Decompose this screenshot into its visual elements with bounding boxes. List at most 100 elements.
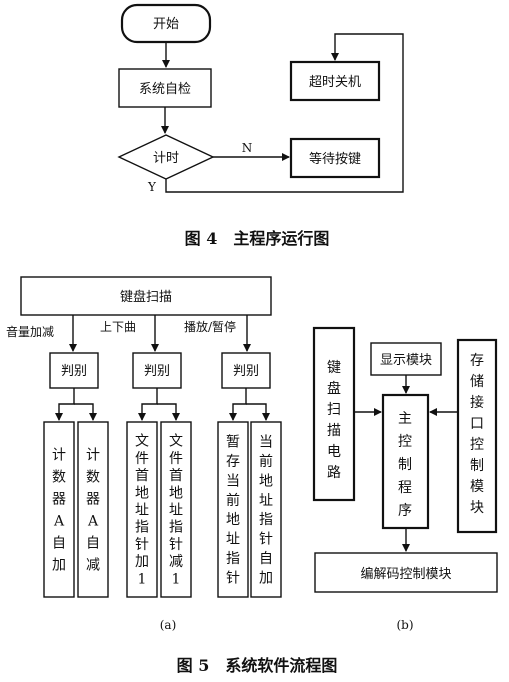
- leaf-track-prev-char: 针: [169, 537, 183, 553]
- storage-interface-char: 控: [470, 437, 484, 453]
- keyboard-scan-label: 键盘扫描: [120, 289, 172, 305]
- figure-5a: 键盘扫描 音量加减 上下曲 播放/暂停 判别 判别 判别 计数器A自加计数器A自…: [6, 276, 282, 632]
- keyboard-scan-circuit-char: 键: [327, 360, 341, 376]
- figure-4: 开始 系统自检 计时 N 等待按键 Y 超时关机 图 4 主程序运行图: [117, 3, 404, 248]
- leaf-pause-char: 暂: [226, 435, 240, 451]
- fork-3-left: [229, 388, 247, 421]
- leaf-play-char: 自: [259, 551, 273, 567]
- timeout-shutdown-box: [289, 60, 381, 102]
- storage-interface-char: 储: [470, 374, 484, 390]
- leaf-track-next-char: 针: [135, 537, 149, 553]
- storage-interface-char: 模: [470, 479, 484, 495]
- display-module-label: 显示模块: [380, 353, 432, 368]
- leaf-play-char: 地: [259, 473, 273, 489]
- timeout-shutdown-label: 超时关机: [309, 75, 361, 90]
- leaf-volume-down-char: 自: [86, 536, 100, 552]
- fork-1-left: [55, 388, 75, 421]
- leaf-volume-up-char: 数: [52, 470, 66, 486]
- storage-interface-box: [456, 338, 498, 534]
- leaf-volume-down-char: 减: [86, 558, 100, 574]
- storage-interface-char: 口: [470, 416, 484, 432]
- codec-module-label: 编解码控制模块: [360, 567, 451, 582]
- figure-4-caption: 图 4 主程序运行图: [185, 229, 330, 248]
- keyboard-scan-circuit-char: 描: [327, 423, 341, 439]
- main-program-char: 序: [398, 503, 412, 519]
- leaf-track-prev-char: 件: [169, 451, 183, 467]
- keyboard-scan-box: [20, 276, 272, 316]
- leaf-text-group: 计数器A自加计数器A自减文件首地址指针加1文件首地址指针减1暂存当前地址指针当前…: [52, 434, 273, 588]
- keyboard-scan-circuit-char: 盘: [327, 380, 341, 397]
- leaf-play-char: 前: [259, 453, 273, 470]
- leaf-play-char: 当: [259, 435, 273, 451]
- start-label: 开始: [153, 17, 179, 32]
- y-loop-arrow: [165, 33, 404, 193]
- leaf-box-track-prev: [160, 421, 192, 598]
- leaf-play-char: 指: [259, 512, 273, 528]
- main-program-char: 控: [398, 434, 412, 450]
- keyboard-scan-circuit-char: 扫: [327, 402, 341, 418]
- branch-track-label: 上下曲: [100, 320, 136, 334]
- leaf-pause-char: 地: [226, 512, 240, 528]
- keyboard-scan-circuit-char: 路: [327, 465, 341, 481]
- leaf-volume-down-char: 数: [86, 470, 100, 486]
- leaf-box-pause: [217, 421, 249, 598]
- timer-label: 计时: [153, 151, 179, 166]
- leaf-box-track-next: [126, 421, 158, 598]
- leaf-pause-char: 当: [226, 473, 240, 489]
- branch-play-label: 播放/暂停: [184, 319, 236, 334]
- wait-key-label: 等待按键: [309, 151, 361, 167]
- leaf-track-prev-char: 地: [169, 485, 183, 501]
- leaf-box-play: [250, 421, 282, 598]
- leaf-track-next-char: 首: [135, 468, 149, 484]
- fork-2-right: [157, 403, 180, 421]
- codec-module-box: [314, 552, 498, 593]
- judge-label-1: 判别: [61, 364, 87, 379]
- leaf-track-prev-char: 址: [169, 503, 183, 519]
- storage-interface-char: 制: [470, 458, 484, 474]
- leaf-play-char: 址: [259, 493, 273, 509]
- main-program-char: 主: [398, 411, 412, 427]
- wait-key-box: [289, 137, 381, 179]
- leaf-pause-char: 址: [226, 532, 240, 548]
- leaf-track-next-char: 件: [135, 451, 149, 467]
- main-program-box: [381, 393, 430, 530]
- figure-5-caption: 图 5 系统软件流程图: [177, 656, 338, 675]
- leaf-box-volume-down: [77, 421, 109, 598]
- leaf-volume-down-char: 计: [86, 448, 100, 464]
- leaf-box-volume-up: [43, 421, 75, 598]
- leaf-pause-char: 存: [226, 454, 240, 470]
- leaf-track-prev-char: 指: [169, 520, 183, 536]
- leaf-track-prev-char: 1: [172, 571, 181, 587]
- judge-label-2: 判别: [144, 364, 170, 379]
- leaf-track-next-char: 址: [135, 503, 149, 519]
- keyboard-scan-circuit-char: 电: [327, 444, 341, 460]
- leaf-track-next-char: 1: [138, 571, 147, 587]
- leaf-track-prev-char: 首: [169, 468, 183, 484]
- judge-box-1: [49, 352, 99, 389]
- keyboard-scan-circuit-box: [312, 326, 356, 502]
- sub-label-b: (b): [396, 618, 413, 632]
- fork-3-right: [246, 403, 270, 421]
- leaf-play-char: 加: [259, 570, 273, 586]
- storage-interface-char: 存: [470, 353, 484, 369]
- leaf-track-next-char: 文: [135, 434, 149, 450]
- y-label: Y: [147, 180, 157, 194]
- storage-interface-char: 接: [470, 394, 484, 411]
- fork-2-left: [138, 388, 158, 421]
- leaf-volume-up-char: A: [53, 514, 65, 530]
- judge-box-3: [221, 352, 271, 389]
- leaf-track-prev-char: 减: [169, 554, 183, 570]
- main-program-char: 程: [398, 480, 412, 496]
- judge-box-2: [132, 352, 182, 389]
- n-label: N: [242, 141, 253, 155]
- leaf-volume-down-char: 器: [86, 492, 100, 508]
- leaf-volume-up-char: 自: [52, 536, 66, 552]
- leaf-pause-char: 前: [226, 492, 240, 509]
- leaf-volume-up-char: 器: [52, 492, 66, 508]
- self-check-label: 系统自检: [139, 82, 191, 97]
- leaf-volume-up-char: 加: [52, 558, 66, 574]
- leaf-track-next-char: 地: [135, 485, 149, 501]
